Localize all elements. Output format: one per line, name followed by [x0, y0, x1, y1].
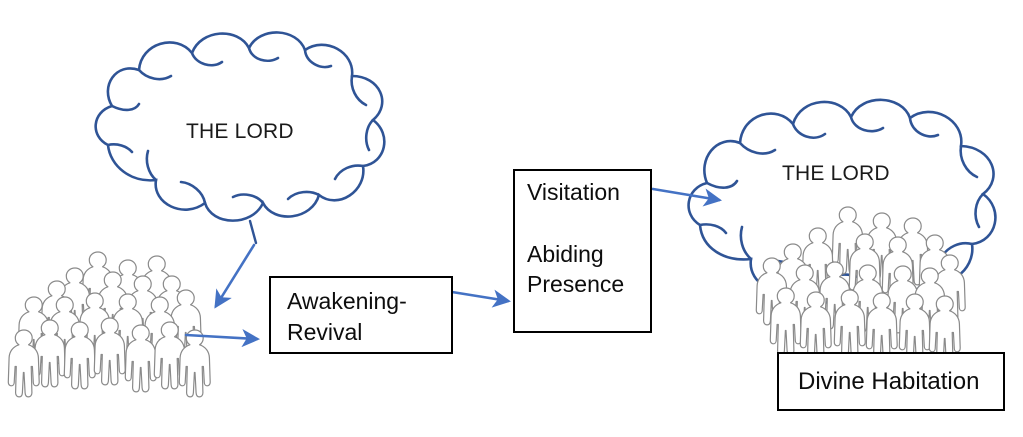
divine-habitation-box[interactable]: Divine Habitation [777, 352, 1005, 411]
visitation-abiding-presence-label: Visitation Abiding Presence [527, 179, 625, 298]
cloud-left-tail [248, 219, 258, 245]
cloud-right-label: THE LORD [782, 162, 890, 185]
arrow-visitation-to-lord [651, 187, 722, 207]
cloud-left-label: THE LORD [186, 120, 294, 143]
awakening-revival-box[interactable]: Awakening- Revival [269, 276, 453, 354]
visitation-abiding-presence-box[interactable]: Visitation Abiding Presence [513, 169, 652, 333]
arrow-people-to-awakening [184, 329, 261, 348]
cloud-left [94, 31, 386, 222]
crowd-right [755, 206, 966, 364]
arrow-lord-to-people [214, 243, 256, 309]
crowd-left [7, 251, 211, 398]
divine-habitation-label: Divine Habitation [798, 368, 980, 395]
arrow-awakening-to-visitation [450, 289, 511, 308]
awakening-revival-label: Awakening- Revival [287, 288, 407, 345]
